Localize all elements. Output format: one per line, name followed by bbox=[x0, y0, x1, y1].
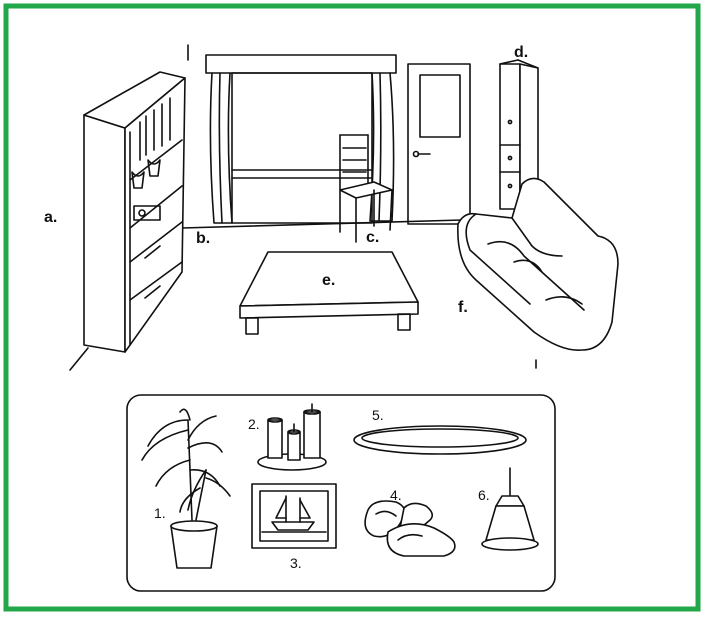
pendant-lamp-item bbox=[482, 468, 538, 550]
potted-plant-item bbox=[142, 409, 230, 568]
bookshelf-a bbox=[84, 72, 185, 352]
label-2: 2. bbox=[248, 416, 260, 432]
green-border bbox=[6, 6, 698, 609]
label-a: a. bbox=[44, 209, 57, 226]
label-4: 4. bbox=[390, 487, 402, 503]
label-f: f. bbox=[458, 299, 468, 316]
label-1: 1. bbox=[154, 505, 166, 521]
scene-labels: a. b. c. d. e. f. bbox=[44, 44, 528, 316]
door bbox=[408, 64, 470, 224]
slippers-item bbox=[365, 501, 455, 556]
items-box: 1. 2. 3. 4. 5. 6. bbox=[127, 395, 555, 591]
label-3: 3. bbox=[290, 555, 302, 571]
label-5: 5. bbox=[372, 407, 384, 423]
item-labels: 1. 2. 3. 4. 5. 6. bbox=[154, 407, 490, 571]
label-b: b. bbox=[196, 230, 210, 247]
label-6: 6. bbox=[478, 487, 490, 503]
chair-c bbox=[340, 135, 392, 242]
candles-item bbox=[258, 404, 326, 470]
coffee-table-e bbox=[240, 252, 418, 334]
label-d: d. bbox=[514, 44, 528, 61]
label-e: e. bbox=[322, 272, 335, 289]
window-curtains-b bbox=[206, 55, 396, 223]
rug-item bbox=[354, 426, 526, 454]
label-c: c. bbox=[366, 229, 379, 246]
room-scene: a. b. c. d. e. f. bbox=[44, 44, 618, 370]
sofa-f bbox=[458, 178, 618, 368]
framed-picture-item bbox=[252, 484, 336, 548]
